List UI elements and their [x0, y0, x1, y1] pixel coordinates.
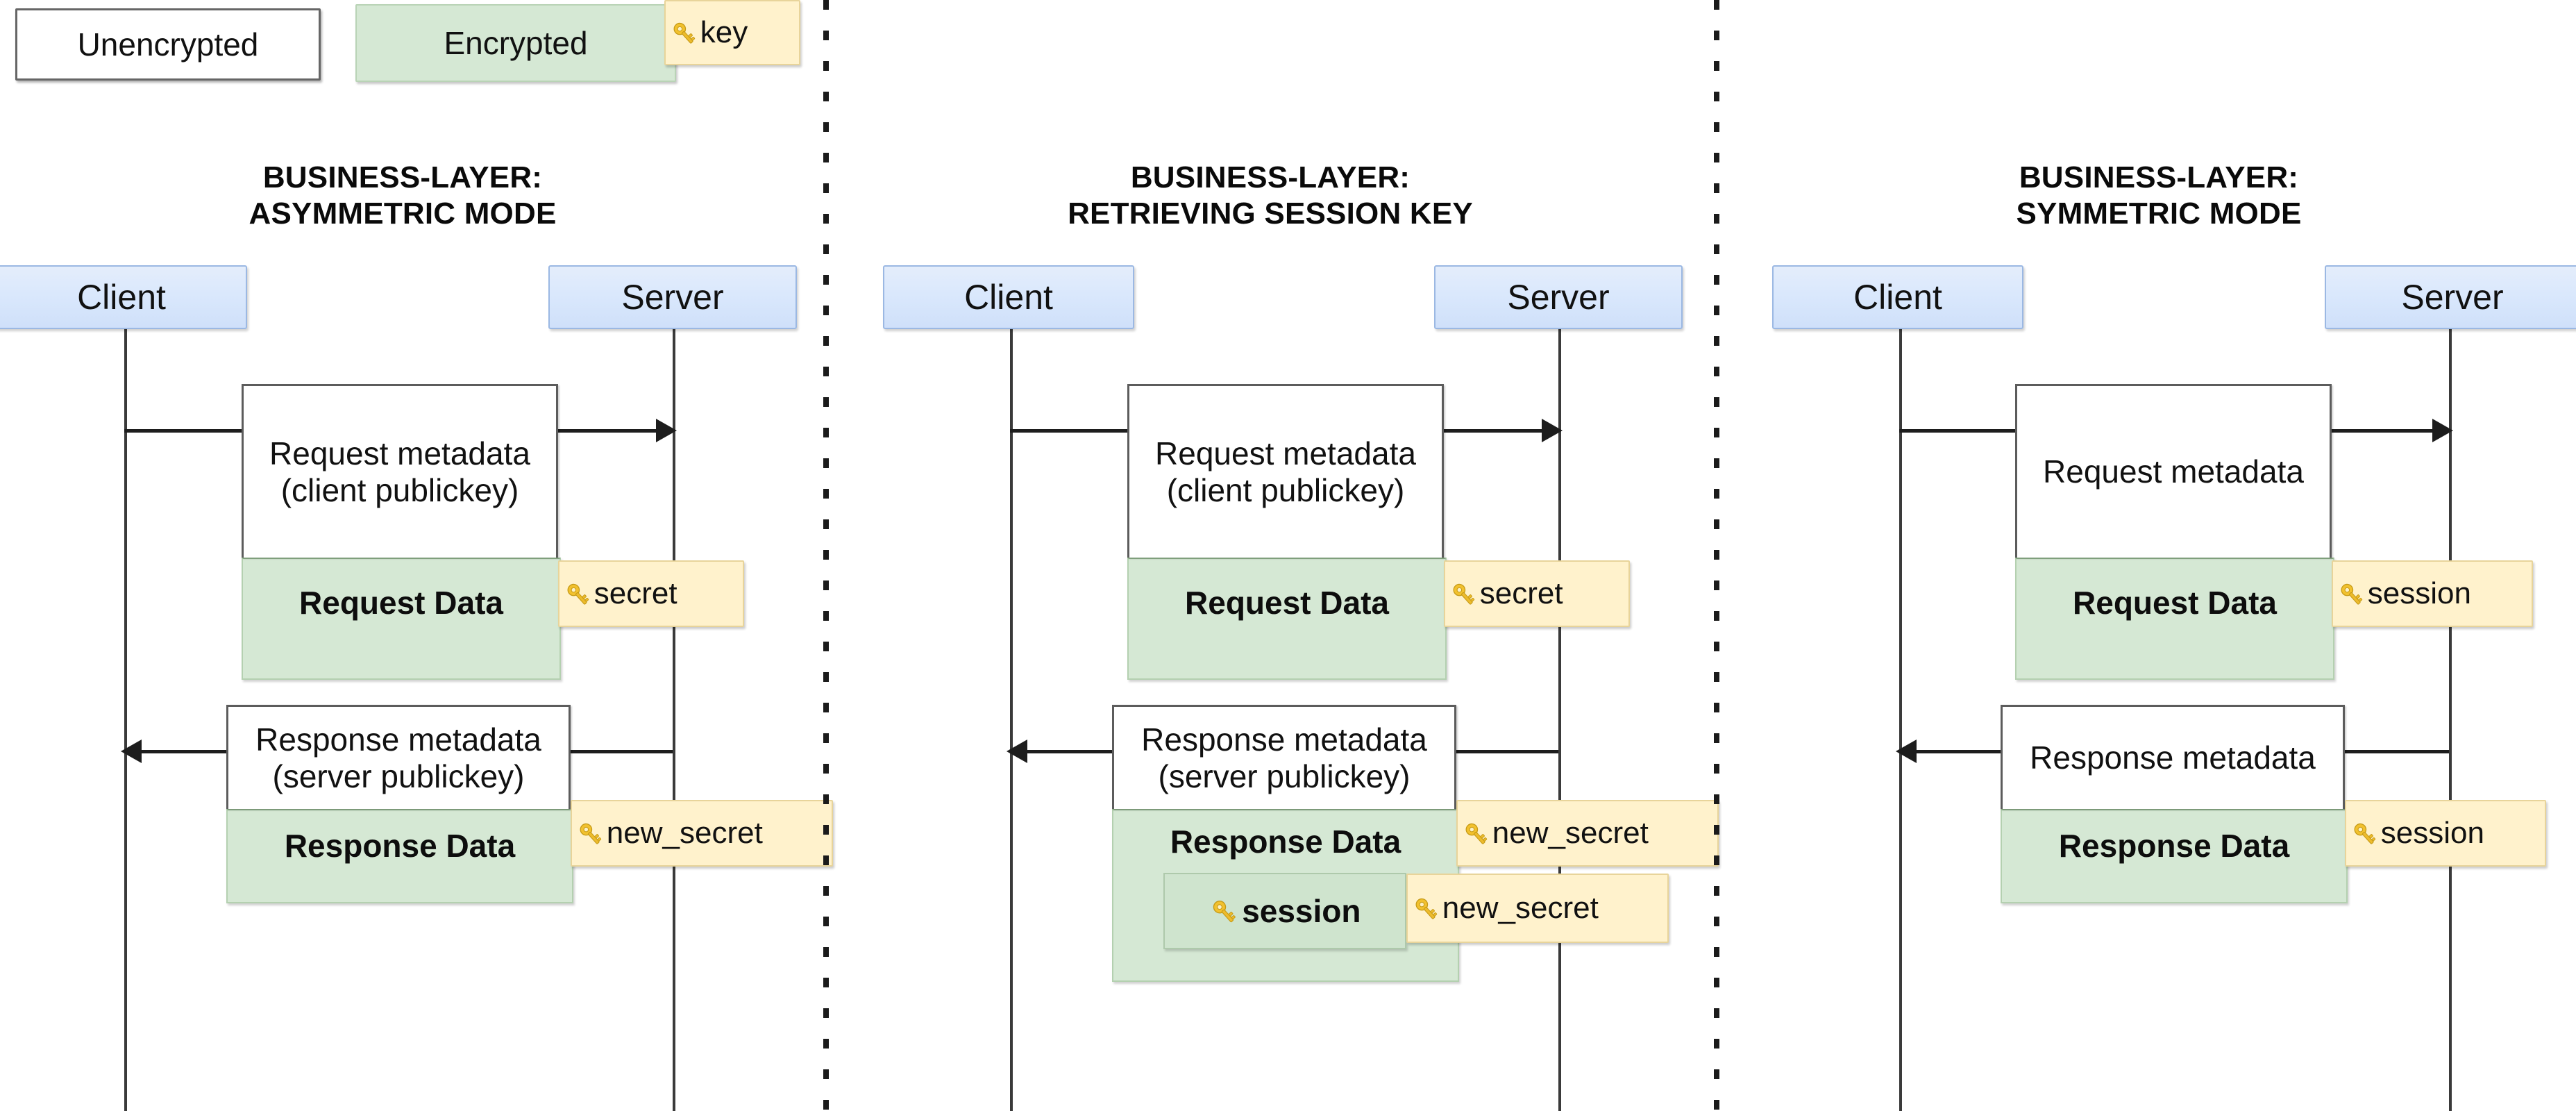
participant-label: Server	[1507, 278, 1610, 317]
participant-client-retrieving[interactable]: Client	[883, 265, 1134, 329]
request-metadata-line1: Request metadata	[2043, 453, 2304, 490]
lifeline-server-retrieving	[1558, 329, 1561, 1111]
legend-unencrypted-label: Unencrypted	[77, 26, 259, 62]
response-inner-session-label: session	[1242, 893, 1361, 929]
request-metadata-line2: (client publickey)	[280, 471, 519, 508]
request-metadata-box-retrieving: Request metadata (client publickey)	[1127, 384, 1444, 558]
panel-title-line1: BUSINESS-LAYER:	[2019, 160, 2299, 194]
request-arrow-head-retrieving	[1542, 419, 1563, 442]
response-inner-key-badge-retrieving: new_secret	[1406, 874, 1669, 943]
panel-title-line1: BUSINESS-LAYER:	[1130, 160, 1411, 194]
response-key-badge-retrieving: new_secret	[1456, 800, 1719, 867]
request-key-badge-symmetric: session	[2332, 560, 2533, 627]
panel-title-line1: BUSINESS-LAYER:	[262, 160, 543, 194]
participant-server-retrieving[interactable]: Server	[1434, 265, 1683, 329]
response-metadata-box-retrieving: Response metadata (server publickey)	[1112, 705, 1456, 809]
participant-label: Server	[2401, 278, 2504, 317]
response-key-label: new_secret	[1492, 816, 1649, 850]
participant-label: Client	[1853, 278, 1942, 317]
request-metadata-line1: Request metadata	[269, 435, 530, 472]
participant-label: Server	[621, 278, 724, 317]
key-icon	[1209, 897, 1240, 928]
legend-encrypted-label: Encrypted	[444, 25, 588, 61]
response-arrow-head-asymmetric	[121, 740, 142, 763]
response-key-badge-asymmetric: new_secret	[571, 800, 833, 867]
response-arrow-head-symmetric	[1896, 740, 1917, 763]
key-icon	[670, 19, 699, 49]
key-icon	[1412, 895, 1441, 924]
panel-separator-2	[1714, 0, 1719, 1111]
legend-key-label: key	[700, 15, 748, 49]
request-data-label: Request Data	[299, 585, 503, 621]
request-metadata-box-symmetric: Request metadata	[2015, 384, 2332, 558]
panel-title-asymmetric: BUSINESS-LAYER: ASYMMETRIC MODE	[42, 160, 764, 232]
request-key-label: secret	[594, 576, 677, 610]
lifeline-server-asymmetric	[673, 329, 675, 1111]
key-icon	[576, 820, 605, 849]
key-icon	[1462, 820, 1491, 849]
response-inner-key-label: new_secret	[1442, 891, 1599, 925]
request-arrow-head-asymmetric	[656, 419, 677, 442]
response-metadata-line1: Response metadata	[255, 721, 541, 758]
legend-unencrypted-swatch: Unencrypted	[15, 8, 321, 81]
lifeline-server-symmetric	[2449, 329, 2452, 1111]
participant-client-asymmetric[interactable]: Client	[0, 265, 247, 329]
response-metadata-line2: (server publickey)	[1158, 758, 1411, 794]
participant-client-symmetric[interactable]: Client	[1772, 265, 2023, 329]
participant-label: Client	[77, 278, 166, 317]
request-data-box-retrieving: Request Data	[1127, 558, 1447, 680]
request-data-box-symmetric: Request Data	[2015, 558, 2334, 680]
panel-title-line2: RETRIEVING SESSION KEY	[1068, 196, 1473, 231]
panel-separator-1	[823, 0, 829, 1111]
response-data-box-asymmetric: Response Data	[226, 809, 573, 903]
response-metadata-line1: Response metadata	[1141, 721, 1427, 758]
participant-server-symmetric[interactable]: Server	[2325, 265, 2576, 329]
request-key-label: secret	[1479, 576, 1563, 610]
request-data-box-asymmetric: Request Data	[242, 558, 561, 680]
key-icon	[564, 580, 593, 610]
lifeline-client-symmetric	[1899, 329, 1902, 1111]
response-key-label: new_secret	[606, 816, 763, 850]
lifeline-client-retrieving	[1010, 329, 1013, 1111]
key-icon	[1449, 580, 1479, 610]
panel-title-line2: ASYMMETRIC MODE	[249, 196, 557, 231]
response-key-badge-symmetric: session	[2345, 800, 2546, 867]
request-metadata-line2: (client publickey)	[1166, 471, 1405, 508]
request-data-label: Request Data	[2073, 585, 2277, 621]
panel-title-line2: SYMMETRIC MODE	[2016, 196, 2302, 231]
lifeline-client-asymmetric	[124, 329, 127, 1111]
participant-server-asymmetric[interactable]: Server	[548, 265, 797, 329]
request-key-label: session	[2367, 576, 2471, 610]
response-data-label: Response Data	[284, 828, 516, 864]
response-metadata-box-symmetric: Response metadata	[2001, 705, 2345, 809]
request-arrow-head-symmetric	[2432, 419, 2453, 442]
response-inner-session-box-retrieving: session	[1163, 873, 1406, 949]
request-key-badge-retrieving: secret	[1444, 560, 1630, 627]
legend-key-badge: key	[664, 0, 800, 65]
response-key-label: session	[2380, 816, 2484, 850]
legend-encrypted-swatch: Encrypted	[355, 4, 676, 82]
panel-title-symmetric: BUSINESS-LAYER: SYMMETRIC MODE	[1784, 160, 2534, 232]
key-icon	[2337, 580, 2366, 610]
participant-label: Client	[964, 278, 1053, 317]
response-data-label: Response Data	[2058, 828, 2290, 864]
response-data-box-symmetric: Response Data	[2001, 809, 2348, 903]
response-metadata-line1: Response metadata	[2030, 740, 2316, 776]
key-icon	[2350, 820, 2380, 849]
panel-title-retrieving-session-key: BUSINESS-LAYER: RETRIEVING SESSION KEY	[895, 160, 1645, 232]
response-data-label: Response Data	[1170, 824, 1401, 860]
response-metadata-line2: (server publickey)	[272, 758, 525, 794]
request-metadata-box-asymmetric: Request metadata (client publickey)	[242, 384, 558, 558]
request-metadata-line1: Request metadata	[1155, 435, 1416, 472]
request-key-badge-asymmetric: secret	[558, 560, 744, 627]
response-arrow-head-retrieving	[1007, 740, 1027, 763]
request-data-label: Request Data	[1185, 585, 1389, 621]
response-metadata-box-asymmetric: Response metadata (server publickey)	[226, 705, 571, 809]
